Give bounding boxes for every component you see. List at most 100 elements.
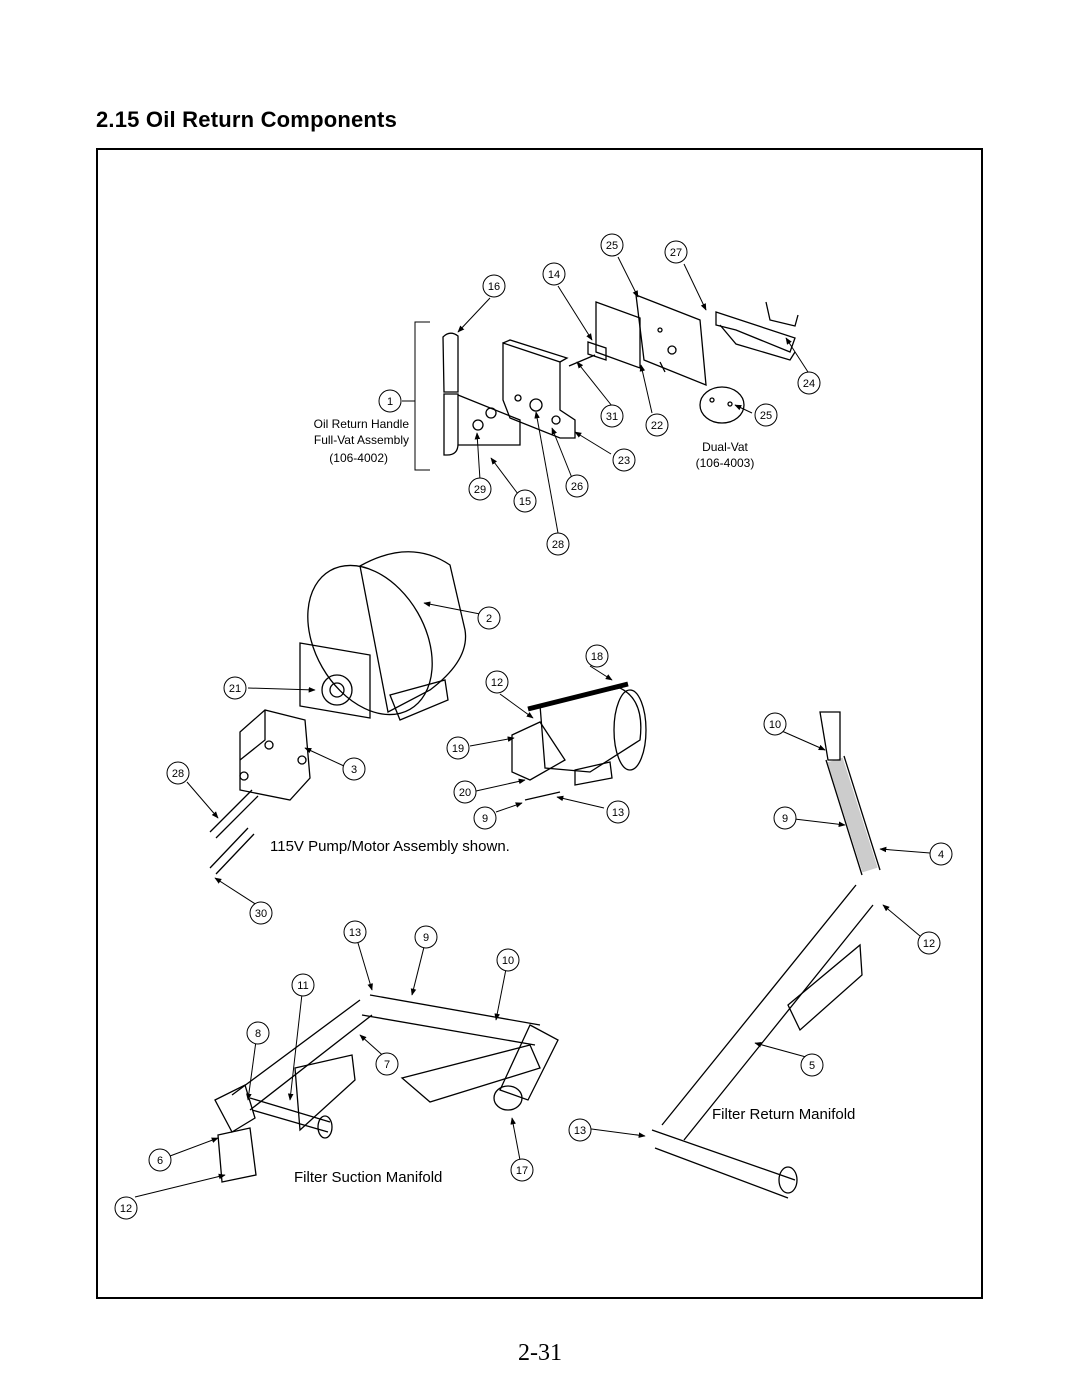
svg-text:28: 28 [552,539,564,551]
dualvat-part-label: (106-4003) [696,456,755,470]
svg-text:12: 12 [491,677,503,689]
callout-28-top: 28 [546,532,570,556]
callout-17: 17 [510,1158,534,1182]
microswitch-drawing [587,301,641,369]
svg-text:9: 9 [482,813,488,825]
callout-31: 31 [600,404,624,428]
handle-assembly-bracket [402,321,430,471]
svg-text:29: 29 [474,484,486,496]
callout-8: 8 [246,1021,270,1045]
callout-25-top: 25 [600,233,624,257]
callout-3: 3 [342,757,366,781]
svg-text:4: 4 [938,849,944,861]
svg-text:2: 2 [486,613,492,625]
channel-bracket-drawing [715,301,799,361]
callout-27: 27 [664,240,688,264]
svg-text:10: 10 [769,719,781,731]
callout-1: 1 [378,389,402,413]
svg-text:18: 18 [591,651,603,663]
callout-21: 21 [223,676,247,700]
callout-7: 7 [375,1052,399,1076]
svg-text:10: 10 [502,955,514,967]
callout-10-suction: 10 [496,948,520,972]
svg-text:6: 6 [157,1155,163,1167]
diagram-frame [96,148,983,1299]
callout-13-return: 13 [568,1118,592,1142]
svg-text:9: 9 [782,813,788,825]
svg-text:25: 25 [760,410,772,422]
callout-11: 11 [291,973,315,997]
svg-text:22: 22 [651,420,663,432]
svg-text:1: 1 [387,396,393,408]
callout-24: 24 [797,371,821,395]
motor-drawing [299,551,467,721]
callout-9-suction: 9 [414,925,438,949]
callout-12-suction: 12 [114,1196,138,1220]
callout-balloons: 25 27 16 14 24 1 31 22 25 23 29 26 15 28… [114,233,953,1220]
svg-text:28: 28 [172,768,184,780]
svg-text:13: 13 [574,1125,586,1137]
parts-line-art [209,293,881,1199]
callout-10-return: 10 [763,712,787,736]
svg-text:27: 27 [670,247,682,259]
dualvat-name-label: Dual-Vat [702,440,748,454]
svg-text:16: 16 [488,281,500,293]
svg-text:31: 31 [606,411,618,423]
switch-plate-drawing [635,293,707,387]
callout-20: 20 [453,780,477,804]
oil-return-handle-drawing [442,332,521,456]
callout-19: 19 [446,736,470,760]
pump-block-drawing [239,709,311,801]
return-manifold-drawing [651,711,881,1199]
callout-2: 2 [477,606,501,630]
return-manifold-label: Filter Return Manifold [712,1106,855,1123]
callout-22: 22 [645,413,669,437]
svg-text:5: 5 [809,1060,815,1072]
svg-text:26: 26 [571,481,583,493]
svg-text:9: 9 [423,932,429,944]
callout-14: 14 [542,262,566,286]
svg-text:15: 15 [519,496,531,508]
small-pump-motor-drawing [511,681,647,801]
svg-text:13: 13 [612,807,624,819]
bolts-drawing [209,789,259,875]
handle-assembly-label: Full-Vat Assembly [314,433,409,447]
svg-text:11: 11 [297,980,308,992]
callout-18: 18 [585,644,609,668]
dual-vat-disc-drawing [699,386,745,424]
callout-9-return: 9 [773,806,797,830]
svg-text:12: 12 [923,938,935,950]
callout-15: 15 [513,489,537,513]
svg-text:14: 14 [548,269,560,281]
pump-note-label: 115V Pump/Motor Assembly shown. [270,838,510,855]
handle-part-label: (106-4002) [329,451,388,465]
svg-text:25: 25 [606,240,618,252]
handle-bracket-drawing [472,339,596,439]
svg-text:21: 21 [229,683,241,695]
callout-13-suction: 13 [343,920,367,944]
svg-text:7: 7 [384,1059,390,1071]
callout-5: 5 [800,1053,824,1077]
suction-manifold-label: Filter Suction Manifold [294,1169,442,1186]
callout-29: 29 [468,477,492,501]
callout-28-bolts: 28 [166,761,190,785]
svg-text:8: 8 [255,1028,261,1040]
page-number: 2-31 [518,1340,562,1366]
leader-lines [134,256,931,1198]
callout-12-pump: 12 [485,670,509,694]
handle-name-label: Oil Return Handle [314,417,410,431]
captions: Oil Return Handle Full-Vat Assembly (106… [270,417,855,1186]
callout-23: 23 [612,448,636,472]
callout-13-pump: 13 [606,800,630,824]
callout-25-right: 25 [754,403,778,427]
callout-26: 26 [565,474,589,498]
svg-text:20: 20 [459,787,471,799]
page-title: 2.15 Oil Return Components [96,107,398,132]
svg-text:24: 24 [803,378,815,390]
callout-9-pump: 9 [473,806,497,830]
callout-16: 16 [482,274,506,298]
svg-text:19: 19 [452,743,464,755]
svg-text:17: 17 [516,1165,528,1177]
suction-manifold-drawing [214,994,559,1183]
